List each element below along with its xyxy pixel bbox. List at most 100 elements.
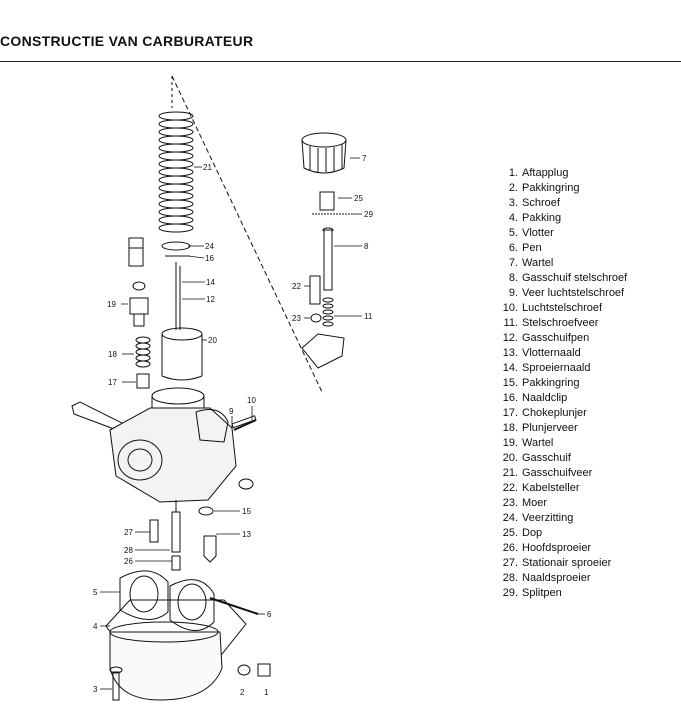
legend-number: 3. — [508, 197, 518, 209]
callout-29: 29 — [364, 210, 373, 219]
callout-21: 21 — [203, 163, 212, 172]
page-title: CONSTRUCTIE VAN CARBURATEUR — [0, 33, 254, 49]
legend-item: 16.Naaldclip — [496, 391, 627, 406]
callout-7: 7 — [362, 154, 367, 163]
legend-number: 8. — [508, 272, 518, 284]
legend-number: 1. — [508, 167, 518, 179]
callout-1: 1 — [264, 688, 269, 697]
callout-22: 22 — [292, 282, 301, 291]
legend-item: 29. Splitpen — [496, 586, 627, 601]
legend-label: Veer luchtstelschroef — [522, 287, 625, 299]
legend-label: Stelschroefveer — [522, 317, 599, 329]
callout-23: 23 — [292, 314, 301, 323]
callout-19: 19 — [107, 300, 116, 309]
adjuster-spring — [322, 297, 334, 327]
bowl-screw — [109, 666, 123, 701]
legend-number: 5. — [508, 227, 518, 239]
legend-number: 14. — [502, 362, 518, 374]
needle-jet — [171, 511, 181, 553]
title-rule — [0, 61, 681, 62]
legend-number: 9. — [508, 287, 518, 299]
legend-label: Naaldsproeier — [522, 572, 591, 584]
pilot-jet — [149, 519, 159, 543]
legend-item: 23. Moer — [496, 496, 627, 511]
callout-5: 5 — [93, 588, 98, 597]
legend-item: 17.Chokeplunjer — [496, 406, 627, 421]
choke-plunger — [136, 373, 150, 389]
legend-label: Splitpen — [522, 587, 562, 599]
legend-number: 2. — [508, 182, 518, 194]
callout-4: 4 — [93, 622, 98, 631]
assembly-axis-line — [171, 75, 323, 393]
callout-8: 8 — [364, 242, 369, 251]
callout-27: 27 — [124, 528, 133, 537]
legend-item: 7.Wartel — [496, 256, 627, 271]
legend-item: 9. Veer luchtstelschroef — [496, 286, 627, 301]
throttle-stop-screw — [322, 227, 334, 291]
callout-10: 10 — [247, 396, 256, 405]
legend-number: 19. — [502, 437, 518, 449]
legend-item: 22.Kabelsteller — [496, 481, 627, 496]
float — [119, 570, 215, 631]
legend-item: 28.Naaldsproeier — [496, 571, 627, 586]
top-plate — [301, 333, 345, 369]
legend-label: Pakkingring — [522, 182, 580, 194]
callout-12: 12 — [206, 295, 215, 304]
starter-nut — [128, 237, 149, 327]
legend-item: 3.Schroef — [496, 196, 627, 211]
legend-item: 11. Stelschroefveer — [496, 316, 627, 331]
legend-label: Wartel — [522, 257, 554, 269]
legend-number: 6. — [508, 242, 518, 254]
legend-number: 11. — [503, 317, 518, 329]
callout-18: 18 — [108, 350, 117, 359]
legend-label: Kabelsteller — [522, 482, 580, 494]
legend-label: Stationair sproeier — [522, 557, 612, 569]
legend-item: 15.Pakkingring — [496, 376, 627, 391]
legend-number: 20. — [502, 452, 518, 464]
legend-label: Gasschuif stelschroef — [522, 272, 628, 284]
legend-item: 25.Dop — [496, 526, 627, 541]
callout-2: 2 — [240, 688, 245, 697]
legend-label: Chokeplunjer — [522, 407, 587, 419]
legend-label: Luchtstelschroef — [522, 302, 603, 314]
legend-label: Moer — [522, 497, 548, 509]
drain-plug — [257, 663, 271, 677]
legend-label: Naaldclip — [522, 392, 568, 404]
legend-label: Vlotternaald — [522, 347, 581, 359]
legend-item: 6. Pen — [496, 241, 627, 256]
throttle-spring — [158, 111, 194, 233]
legend-label: Sproeiernaald — [522, 362, 591, 374]
legend-item: 5. Vlotter — [496, 226, 627, 241]
legend-label: Gasschuif — [522, 452, 571, 464]
legend-number: 24. — [502, 512, 518, 524]
legend-label: Pen — [522, 242, 542, 254]
legend-label: Pakkingring — [522, 377, 580, 389]
plunger-spring — [135, 336, 151, 368]
legend-item: 27.Stationair sproeier — [496, 556, 627, 571]
legend-item: 10. Luchtstelschroef — [496, 301, 627, 316]
legend-number: 23. — [502, 497, 518, 509]
legend-number: 29. — [502, 587, 518, 599]
legend-item: 8. Gasschuif stelschroef — [496, 271, 627, 286]
adjuster-nut — [310, 313, 322, 323]
callout-26: 26 — [124, 557, 133, 566]
callout-16: 16 — [205, 254, 214, 263]
legend-label: Plunjerveer — [522, 422, 578, 434]
legend-label: Aftapplug — [522, 167, 569, 179]
legend-item: 13.Vlotternaald — [496, 346, 627, 361]
legend-number: 10. — [502, 302, 518, 314]
float-pin — [209, 597, 259, 615]
float-chamber — [109, 621, 223, 701]
legend-label: Pakking — [522, 212, 562, 224]
cable-adjuster — [309, 275, 321, 305]
callout-15: 15 — [242, 507, 251, 516]
air-screw — [233, 419, 257, 431]
legend-item: 20. Gasschuif — [496, 451, 627, 466]
callout-20: 20 — [208, 336, 217, 345]
fuel-gasket — [198, 506, 214, 516]
legend-label: Vlotter — [522, 227, 554, 239]
callout-3: 3 — [93, 685, 98, 694]
legend-item: 24.Veerzitting — [496, 511, 627, 526]
main-jet — [171, 555, 181, 571]
